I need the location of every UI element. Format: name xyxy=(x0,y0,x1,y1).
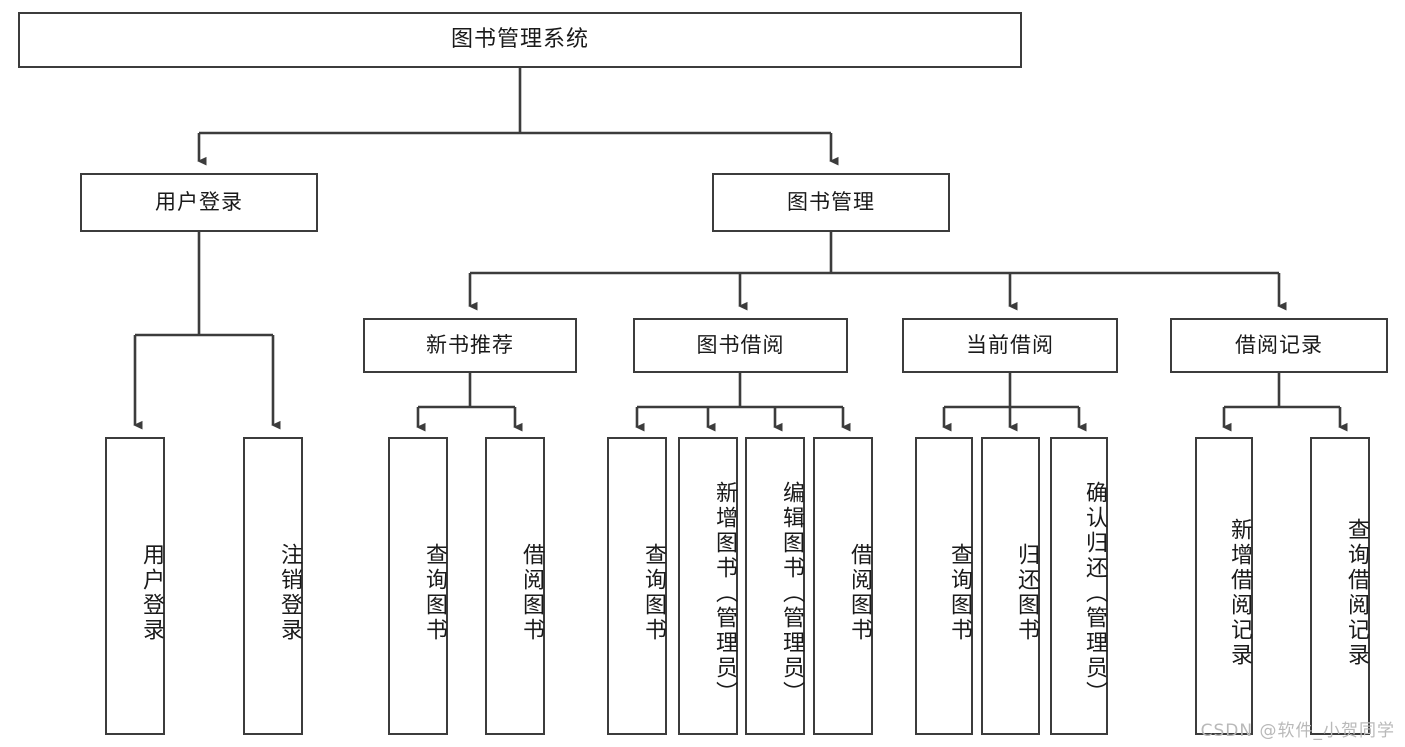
node-book-borrow[interactable]: 图书借阅 xyxy=(633,318,848,373)
leaf-label: 注销登录 xyxy=(277,543,302,643)
leaf-borrow-book[interactable]: 借阅图书 xyxy=(813,437,873,735)
leaf-label: 新增借阅记录 xyxy=(1227,518,1252,668)
leaf-query-book-newbook[interactable]: 查询图书 xyxy=(388,437,448,735)
leaf-label: 查询图书 xyxy=(947,543,972,643)
leaf-label: 查询借阅记录 xyxy=(1344,518,1369,668)
leaf-query-borrow-record[interactable]: 查询借阅记录 xyxy=(1310,437,1370,735)
leaf-add-book-admin[interactable]: 新增图书（管理员） xyxy=(678,437,738,735)
leaf-confirm-return-admin[interactable]: 确认归还（管理员） xyxy=(1050,437,1108,735)
leaf-label: 归还图书 xyxy=(1014,543,1039,643)
leaf-return-book[interactable]: 归还图书 xyxy=(981,437,1040,735)
leaf-logout[interactable]: 注销登录 xyxy=(243,437,303,735)
leaf-label: 查询图书 xyxy=(641,543,666,643)
leaf-label: 新增图书（管理员） xyxy=(712,480,737,706)
leaf-query-book-borrow[interactable]: 查询图书 xyxy=(607,437,667,735)
node-borrow-record[interactable]: 借阅记录 xyxy=(1170,318,1388,373)
node-new-book-recommend[interactable]: 新书推荐 xyxy=(363,318,577,373)
leaf-label: 用户登录 xyxy=(139,543,164,643)
leaf-add-borrow-record[interactable]: 新增借阅记录 xyxy=(1195,437,1253,735)
leaf-query-book-current[interactable]: 查询图书 xyxy=(915,437,973,735)
csdn-watermark: CSDN @软件_小贺同学 xyxy=(1200,721,1395,741)
leaf-label: 编辑图书（管理员） xyxy=(779,480,804,706)
leaf-label: 借阅图书 xyxy=(847,543,872,643)
leaf-edit-book-admin[interactable]: 编辑图书（管理员） xyxy=(745,437,805,735)
leaf-user-login[interactable]: 用户登录 xyxy=(105,437,165,735)
node-root[interactable]: 图书管理系统 xyxy=(18,12,1022,68)
node-user-login[interactable]: 用户登录 xyxy=(80,173,318,232)
leaf-label: 借阅图书 xyxy=(519,543,544,643)
node-book-management[interactable]: 图书管理 xyxy=(712,173,950,232)
leaf-label: 查询图书 xyxy=(422,543,447,643)
node-current-borrow[interactable]: 当前借阅 xyxy=(902,318,1118,373)
leaf-borrow-book-newbook[interactable]: 借阅图书 xyxy=(485,437,545,735)
leaf-label: 确认归还（管理员） xyxy=(1082,480,1107,706)
